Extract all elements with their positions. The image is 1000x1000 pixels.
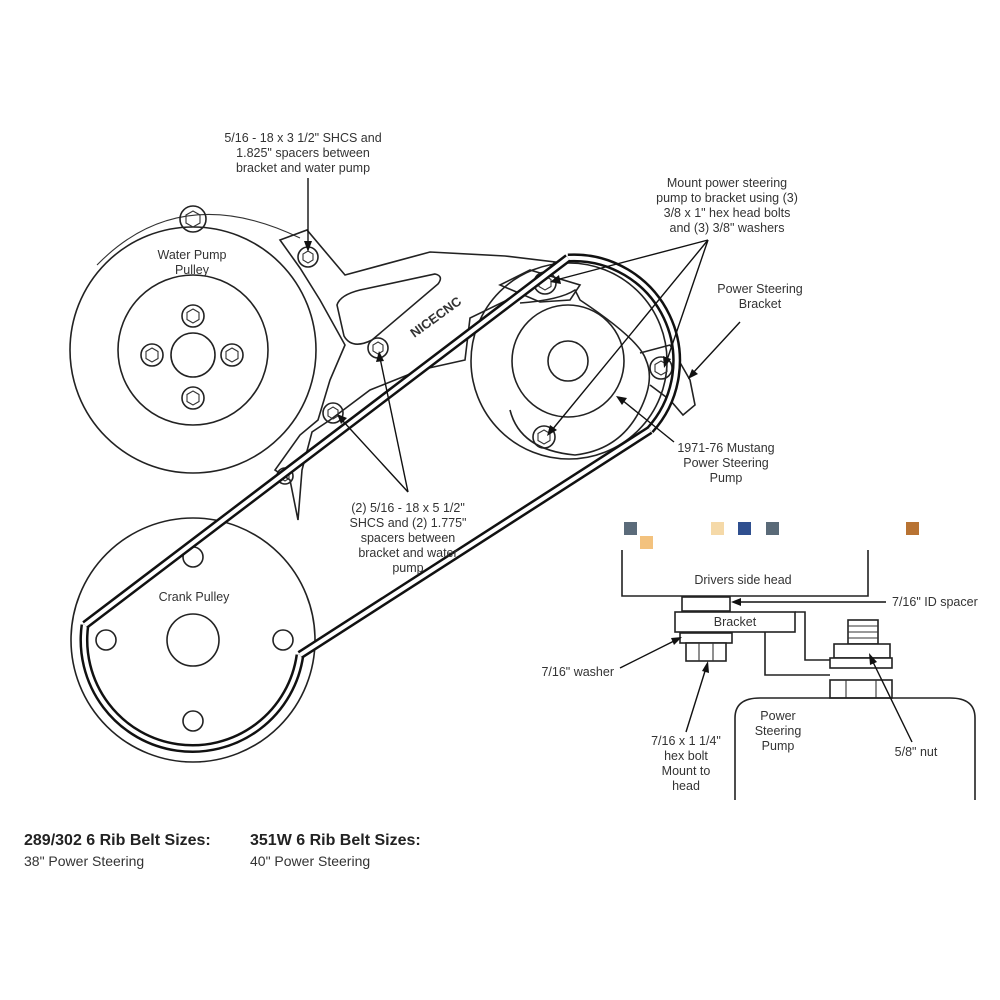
swatch xyxy=(640,536,653,549)
power-steering-pulley xyxy=(470,262,696,460)
belt-sizes-289-302-value: 38" Power Steering xyxy=(24,853,145,869)
drivers-side-head-label: Drivers side head xyxy=(694,573,791,587)
brand-logo: NICECNC xyxy=(407,293,464,340)
serpentine-belt xyxy=(79,253,682,754)
bracket-label: Bracket xyxy=(714,615,757,629)
swatch xyxy=(711,522,724,535)
swatch xyxy=(766,522,779,535)
swatch xyxy=(624,522,637,535)
color-swatches xyxy=(624,522,919,549)
swatch xyxy=(738,522,751,535)
belt-sizes-351w: 351W 6 Rib Belt Sizes: 40" Power Steerin… xyxy=(250,832,421,869)
id-spacer-label: 7/16" ID spacer xyxy=(892,595,978,609)
crank-pulley-label: Crank Pulley xyxy=(159,590,231,604)
crank-pulley: Crank Pulley xyxy=(70,517,316,763)
belt-sizes-289-302: 289/302 6 Rib Belt Sizes: 38" Power Stee… xyxy=(24,832,211,869)
belt-sizes-289-302-heading: 289/302 6 Rib Belt Sizes: xyxy=(24,832,211,849)
svg-text:NICECNC: NICECNC xyxy=(407,293,464,340)
shcs-bottom-label: (2) 5/16 - 18 x 5 1/2"SHCS and (2) 1.775… xyxy=(350,501,467,575)
washer-label: 7/16" washer xyxy=(541,665,614,679)
nut-label: 5/8" nut xyxy=(895,745,938,759)
belt-sizes-351w-value: 40" Power Steering xyxy=(250,853,371,869)
water-pump-bolt-icons xyxy=(140,304,244,410)
leader-lines xyxy=(304,178,741,493)
belt-sizes-351w-heading: 351W 6 Rib Belt Sizes: xyxy=(250,832,421,849)
swatch xyxy=(906,522,919,535)
